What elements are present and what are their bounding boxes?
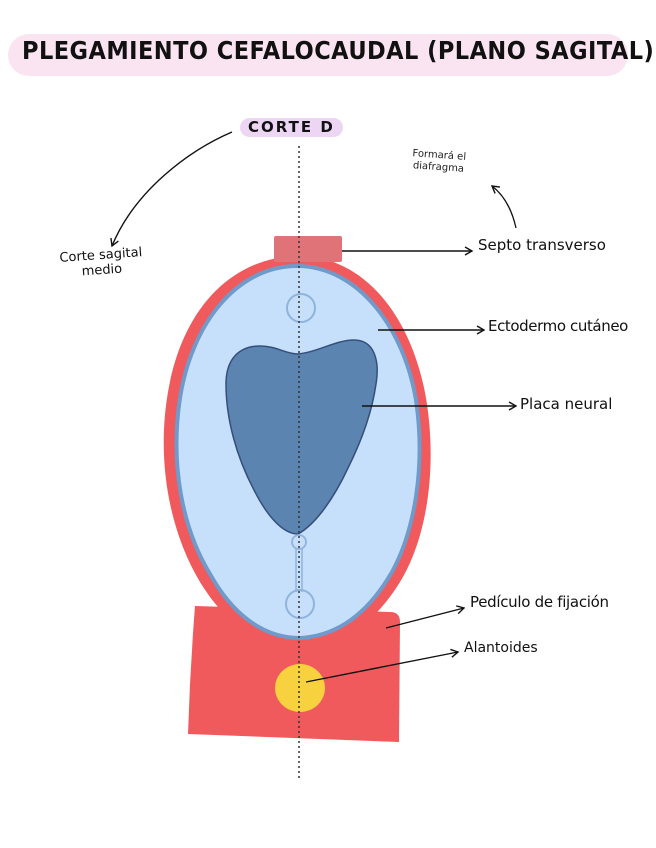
corte-sagital-label: Corte sagital medio	[59, 245, 144, 282]
small-circle	[291, 534, 307, 550]
alantoides-label: Alantoides	[464, 640, 538, 656]
neural-plate	[225, 339, 378, 535]
pediculo-label: Pedículo de fijación	[470, 593, 609, 611]
corte-sagital-arrow	[110, 131, 233, 248]
cut-label: CORTE D	[240, 118, 343, 138]
allantois	[275, 664, 325, 712]
diafragma-arrow	[490, 185, 517, 229]
septum-transversum	[274, 236, 342, 262]
diafragma-note: Formará el diafragma	[411, 148, 466, 175]
title-highlight: PLEGAMIENTO CEFALOCAUDAL (PLANO SAGITAL)	[8, 34, 654, 76]
upper-membrane-circle	[286, 293, 316, 323]
placa-label: Placa neural	[520, 395, 613, 413]
ectodermo-label: Ectodermo cutáneo	[488, 317, 628, 335]
page-title: PLEGAMIENTO CEFALOCAUDAL (PLANO SAGITAL)	[22, 36, 655, 65]
alantoides-arrow	[305, 648, 460, 683]
pediculo-arrow	[385, 605, 466, 629]
lower-membrane-circle	[285, 589, 315, 619]
septo-label: Septo transverso	[478, 236, 606, 254]
